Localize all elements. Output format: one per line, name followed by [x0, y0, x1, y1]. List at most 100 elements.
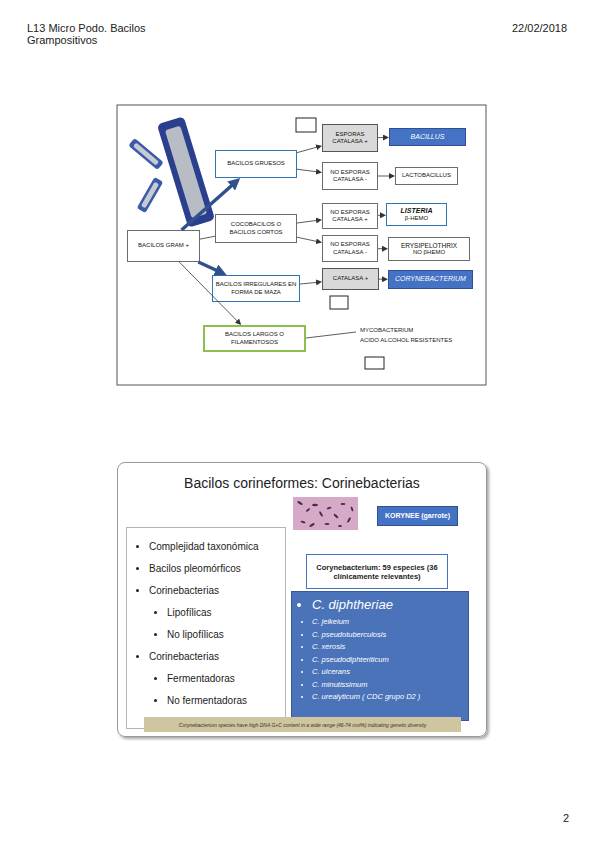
genus-box: LISTERIAβ-HEMO [386, 203, 447, 226]
node-text: C. diphtheriae [312, 596, 462, 613]
cell [297, 500, 303, 505]
genus-box: ERYSIPELOTHRIXNO βHEMO [388, 237, 470, 261]
node-text: C. jeikeium [312, 616, 462, 629]
node-text: Lipofílicas [167, 606, 281, 619]
connector [297, 169, 319, 172]
node-text: C. pseudotuberculosis [312, 629, 462, 642]
document-header: L13 Micro Podo. Bacilos Grampositivos [27, 22, 167, 46]
bullet-list-box: Complejidad taxonómicaBacilos pleomórfic… [126, 527, 286, 729]
bacillus-illustration [128, 138, 164, 170]
cell [350, 506, 354, 511]
node-text: C. xerosis [312, 641, 462, 654]
date: 22/02/2018 [512, 22, 567, 34]
cell [325, 523, 330, 525]
category-box: BACILOS LARGOS O FILAMENTOSOS [203, 325, 306, 352]
species-list-box: C. diphtheriae C. jeikeiumC. pseudotuberc… [291, 591, 469, 721]
node-text: CATALASA + [333, 275, 368, 282]
node-text: LISTERIA [401, 207, 433, 215]
connector [200, 236, 215, 239]
species-count-box: Corynebacterium: 59 especies (36 clínica… [306, 554, 448, 589]
cell [300, 520, 305, 523]
node-text: ESPORAS CATALASA + [325, 131, 375, 145]
connector [378, 137, 386, 138]
connector [297, 147, 319, 153]
connector [297, 220, 319, 223]
test-box: CATALASA + [322, 268, 379, 290]
node-text: Corynebacterium species have high DNA G+… [179, 722, 426, 728]
note-strip: Corynebacterium species have high DNA G+… [144, 717, 461, 732]
genus-box: CORYNEBACTERIUM [388, 270, 473, 289]
connector [300, 282, 319, 284]
test-box: NO ESPORAS CATALASA - [322, 235, 378, 262]
node-text: Complejidad taxonómica [149, 540, 281, 553]
leader-line [306, 332, 356, 338]
node-text: LACTOBACILLUS [402, 172, 451, 179]
connector [378, 176, 392, 177]
cell [347, 517, 352, 523]
node-text: BACILOS LARGOS O FILAMENTOSOS [207, 331, 302, 345]
node-text: BACILOS IRREGULARES EN FORMA DE MAZA [215, 281, 297, 295]
node-text: No fermentadoras [167, 694, 281, 707]
node-text: NO ESPORAS CATALASA + [325, 209, 375, 223]
cell [333, 513, 339, 519]
node-text: NO ESPORAS CATALASA - [325, 241, 375, 255]
micrograph [293, 497, 358, 530]
node-text: BACILLUS [411, 133, 445, 141]
connector [378, 248, 385, 249]
root-box: BACILOS GRAM + [127, 230, 200, 262]
node-text: Fermentadoras [167, 672, 281, 685]
rod-body [133, 142, 159, 165]
connector-group [179, 138, 392, 323]
node-text: β-HEMO [405, 215, 428, 222]
bacillus-illustration [137, 177, 164, 213]
cell [309, 522, 315, 527]
cell [305, 508, 310, 513]
node-text: Corynebacterium: 59 especies (36 clínica… [313, 563, 441, 581]
micrograph-background [293, 497, 358, 530]
node-text: ERYSIPELOTHRIX [401, 242, 457, 250]
node-text: Bacilos corineformes: Corinebacterias [118, 463, 486, 491]
slide-frame [117, 105, 486, 385]
category-box: BACILOS GRUESOS [215, 150, 297, 178]
test-box: ESPORAS CATALASA + [322, 124, 378, 152]
node-text: NO βHEMO [413, 249, 445, 256]
cell [341, 503, 346, 505]
empty-box [296, 118, 316, 132]
cell [319, 511, 324, 517]
node-text: C. minutissimum [312, 679, 462, 692]
connector [297, 237, 319, 242]
empty-box [330, 296, 348, 309]
empty-box [365, 357, 384, 369]
node-text: C. ulcerans [312, 666, 462, 679]
rod-body [141, 182, 159, 209]
thick-arrow [182, 182, 236, 230]
node-text: NO ESPORAS CATALASA - [325, 169, 375, 183]
bacillus-illustration [157, 116, 215, 227]
connector [379, 279, 385, 280]
cell [312, 504, 318, 506]
group-name: MYCOBACTERIUM [360, 327, 413, 333]
slide-frame: Bacilos corineformes: CorinebacteriasCom… [117, 462, 487, 737]
connector [179, 262, 239, 323]
node-text: COCOBACILOS O BACILOS CORTOS [218, 221, 294, 235]
node-text: C. pseudodiphteriticum [312, 654, 462, 667]
category-box: BACILOS IRREGULARES EN FORMA DE MAZA [212, 275, 300, 302]
etymology-box: KORYNEE (garrote) [377, 506, 458, 526]
node-text: C. urealyticum ( CDC grupo D2 ) [312, 691, 462, 704]
category-box: COCOBACILOS O BACILOS CORTOS [215, 214, 297, 243]
test-box: NO ESPORAS CATALASA - [322, 162, 378, 190]
node-text: No lipofílicas [167, 628, 281, 641]
node-text: BACILOS GRAM + [138, 242, 189, 249]
group-note: ACIDO ALCOHOL RESISTENTES [360, 337, 452, 343]
rod-body [165, 126, 207, 219]
rod-outline [128, 138, 164, 170]
connector [378, 215, 383, 216]
node-text: BACILOS GRUESOS [227, 160, 285, 167]
cell [338, 525, 342, 527]
node-text: CORYNEBACTERIUM [395, 275, 466, 283]
node-text: Bacilos pleomórficos [149, 562, 281, 575]
node-text: Corinebacterias [149, 584, 281, 597]
page-number: 2 [563, 812, 569, 824]
node-text: Corinebacterias [149, 650, 281, 663]
